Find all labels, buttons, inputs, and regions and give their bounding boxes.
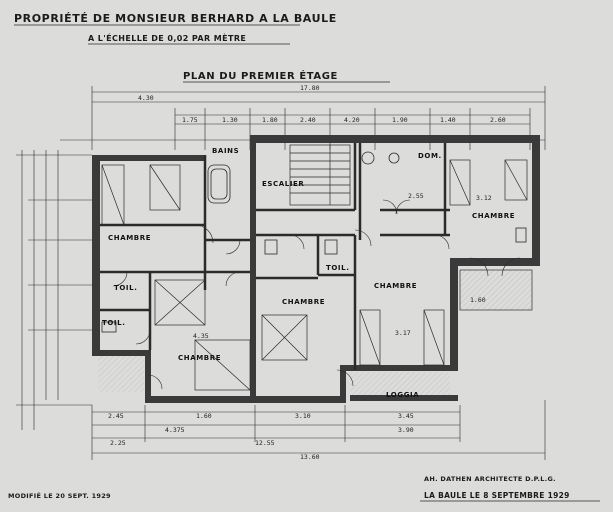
dim-d11: 4.375 <box>165 426 185 434</box>
dim-d6: 4.35 <box>193 332 209 340</box>
dim-d7: 3.17 <box>395 329 411 337</box>
modification-date: MODIFIÉ LE 20 SEPT. 1929 <box>8 491 111 500</box>
dim-d12: 1.60 <box>196 412 212 420</box>
room-loggia: LOGGIA <box>386 391 419 399</box>
dim-d17: 3.12 <box>476 194 492 202</box>
interior-dimensions: 4.35 3.17 3.12 2.55 1.60 1.60 <box>193 192 492 420</box>
plan-title: PLAN DU PREMIER ÉTAGE <box>183 69 338 82</box>
room-chambre-right: CHAMBRE <box>472 212 515 220</box>
loggia-area <box>350 372 450 396</box>
dim-overall-bottom: 13.60 <box>300 453 320 461</box>
staircase <box>289 144 351 206</box>
dim-d18: 1.90 <box>392 116 408 124</box>
fixtures <box>101 151 527 333</box>
dim-d15: 2.55 <box>408 192 424 200</box>
dim-d3: 1.80 <box>262 116 278 124</box>
dim-d20: 2.60 <box>490 116 506 124</box>
room-toil-left: TOIL. <box>114 284 137 292</box>
closets <box>101 159 528 391</box>
drawing-title: PROPRIÉTÉ DE MONSIEUR BERHARD A LA BAULE <box>14 12 337 25</box>
place-and-date: LA BAULE LE 8 SEPTEMBRE 1929 <box>424 491 570 500</box>
architect-signature: AH. DATHEN ARCHITECTE D.P.L.G. <box>424 475 556 483</box>
room-chambre-center: CHAMBRE <box>282 298 325 306</box>
room-toil-left2: TOIL. <box>102 319 125 327</box>
outer-walls <box>92 135 540 403</box>
room-dom: DOM. <box>418 152 442 160</box>
room-chambre-center-right: CHAMBRE <box>374 282 417 290</box>
room-chambre-bottom-left: CHAMBRE <box>178 354 221 362</box>
dim-d13: 2.25 <box>110 439 126 447</box>
dim-d2: 1.30 <box>222 116 238 124</box>
dim-overall-top: 17.80 <box>300 84 320 92</box>
bottom-dimension-chain: 2.45 3.10 3.45 4.375 3.90 2.25 12.55 13.… <box>91 400 546 461</box>
dim-d16: 1.60 <box>470 296 486 304</box>
dim-d1: 1.75 <box>182 116 198 124</box>
scale-note: A L'ÉCHELLE DE 0,02 PAR MÈTRE <box>88 32 246 43</box>
dim-d4: 2.40 <box>300 116 316 124</box>
terrace-hatch <box>98 356 144 392</box>
dim-d5: 4.20 <box>344 116 360 124</box>
left-dimension-chain <box>16 150 92 430</box>
room-bains: BAINS <box>212 147 239 155</box>
room-chambre-left: CHAMBRE <box>108 234 151 242</box>
room-escalier: ESCALIER <box>262 180 304 188</box>
top-dimension-chain: 17.80 4.30 1.75 1.30 1.80 2.40 4.20 1.90… <box>60 84 546 150</box>
dim-d9: 3.90 <box>398 426 414 434</box>
dim-d8: 3.45 <box>398 412 414 420</box>
dim-bottom-total: 12.55 <box>255 439 275 447</box>
dim-left-top: 4.30 <box>138 94 154 102</box>
interior-walls <box>100 143 450 370</box>
dim-d14: 3.10 <box>295 412 311 420</box>
balcony <box>459 269 533 311</box>
room-toil-center: TOIL. <box>326 264 349 272</box>
room-labels: CHAMBRE CHAMBRE CHAMBRE CHAMBRE CHAMBRE … <box>102 147 515 399</box>
dim-d19: 1.40 <box>440 116 456 124</box>
door-swings <box>112 199 521 390</box>
dim-d10: 2.45 <box>108 412 124 420</box>
